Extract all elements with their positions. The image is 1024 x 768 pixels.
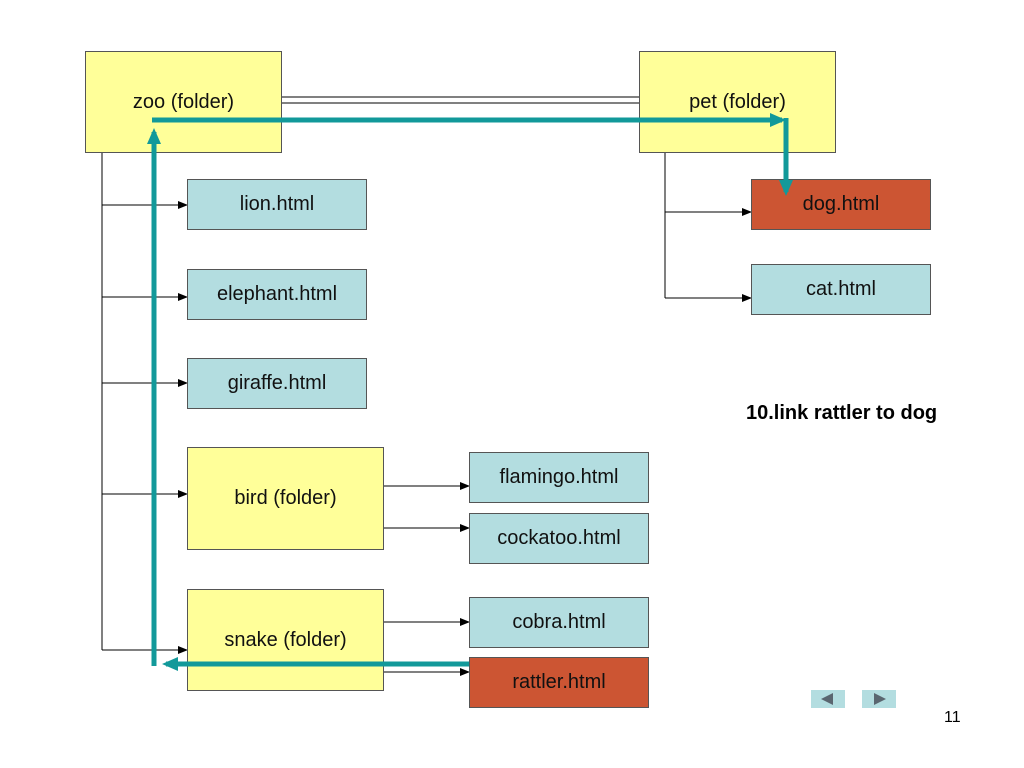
node-giraffe-label: giraffe.html xyxy=(227,372,327,394)
node-cobra: cobra.html xyxy=(469,597,649,648)
node-elephant: elephant.html xyxy=(187,269,367,320)
page-number: 11 xyxy=(944,709,961,726)
node-pet-label: pet (folder) xyxy=(689,90,786,113)
node-flamingo-label: flamingo.html xyxy=(499,466,619,488)
node-cobra-label: cobra.html xyxy=(512,611,606,633)
prev-slide-button[interactable] xyxy=(811,690,845,708)
node-pet: pet (folder) xyxy=(639,51,836,153)
next-slide-button[interactable] xyxy=(862,690,896,708)
node-bird-label: bird (folder) xyxy=(234,487,337,509)
node-cat-label: cat.html xyxy=(805,278,877,300)
node-bird: bird (folder) xyxy=(187,447,384,550)
node-elephant-label: elephant.html xyxy=(216,283,338,305)
node-cat: cat.html xyxy=(751,264,931,315)
node-giraffe: giraffe.html xyxy=(187,358,367,409)
node-snake: snake (folder) xyxy=(187,589,384,691)
node-lion-label: lion.html xyxy=(239,193,315,215)
node-rattler-label: rattler.html xyxy=(512,671,606,693)
node-zoo-label: zoo (folder) xyxy=(132,90,235,113)
triangle-right-icon xyxy=(874,693,886,705)
node-flamingo: flamingo.html xyxy=(469,452,649,503)
node-cockatoo-label: cockatoo.html xyxy=(497,527,621,549)
node-lion: lion.html xyxy=(187,179,367,230)
node-dog: dog.html xyxy=(751,179,931,230)
slide-caption: 10.link rattler to dog xyxy=(746,402,938,424)
triangle-left-icon xyxy=(821,693,833,705)
node-rattler: rattler.html xyxy=(469,657,649,708)
node-dog-label: dog.html xyxy=(802,193,880,215)
node-snake-label: snake (folder) xyxy=(224,628,347,651)
node-cockatoo: cockatoo.html xyxy=(469,513,649,564)
node-zoo: zoo (folder) xyxy=(85,51,282,153)
